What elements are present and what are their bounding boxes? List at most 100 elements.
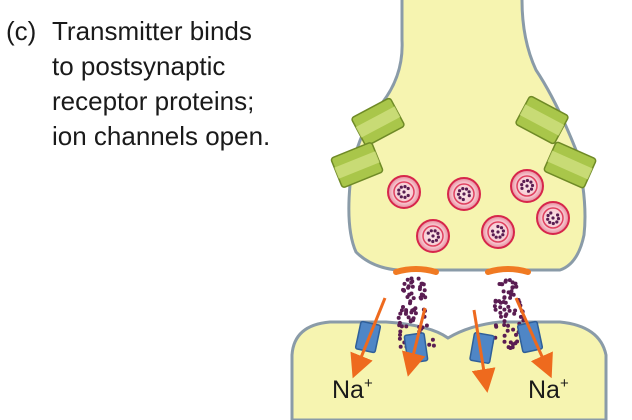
transmitter-dot: [513, 308, 518, 313]
transmitter-dot: [507, 308, 512, 313]
postsynaptic-receptor: [469, 332, 495, 364]
transmitter-dot: [498, 305, 503, 310]
transmitter-dot: [498, 310, 503, 315]
ion-arrow: [514, 297, 553, 379]
transmitter-dot: [404, 309, 409, 314]
transmitter-dot: [423, 295, 428, 300]
transmitter-dot: [411, 296, 416, 301]
transmitter-dot: [512, 311, 517, 316]
transmitter-dot: [493, 299, 498, 304]
presynaptic-channel: [543, 141, 597, 189]
transmitter-dot: [502, 339, 507, 344]
transmitter-dot: [494, 324, 499, 329]
transmitter-dot: [502, 333, 507, 338]
transmitter-dot: [409, 276, 414, 281]
transmitter-dot: [397, 336, 402, 341]
ion-arrow: [350, 297, 387, 379]
transmitter-dot: [427, 342, 432, 347]
caption-line-3: receptor proteins;: [52, 86, 255, 116]
transmitter-dot: [515, 339, 520, 344]
transmitter-dot: [413, 311, 418, 316]
transmitter-dot: [510, 345, 515, 350]
transmitter-dot: [418, 295, 423, 300]
synaptic-vesicle: [416, 219, 450, 253]
transmitter-dot: [424, 323, 429, 328]
synaptic-vesicles: [387, 169, 570, 253]
transmitter-dot: [505, 328, 510, 333]
transmitter-dot: [506, 323, 510, 328]
transmitter-dot: [418, 285, 423, 289]
synaptic-vesicle: [481, 215, 515, 249]
presynaptic-channel: [330, 142, 384, 188]
transmitter-dot: [401, 305, 405, 309]
caption-line-4: ion channels open.: [52, 121, 271, 151]
panel-letter: (c): [6, 16, 37, 46]
transmitter-dot: [405, 277, 410, 282]
transmitter-dot: [506, 304, 511, 309]
transmitter-dot: [431, 343, 436, 348]
transmitter-dot: [510, 280, 515, 285]
transmitter-dot: [399, 308, 404, 313]
release-site: [393, 266, 439, 275]
transmitter-dot: [404, 324, 409, 329]
transmitter-dot: [492, 304, 497, 309]
ion-arrow: [471, 309, 496, 393]
transmitter-dot: [510, 285, 515, 290]
transmitter-dot: [508, 295, 513, 300]
transmitter-dot: [402, 281, 407, 286]
transmitter-dot: [410, 284, 415, 289]
transmitter-dot: [409, 280, 414, 285]
transmitter-dot: [421, 282, 426, 287]
transmitter-dot: [501, 289, 506, 294]
transmitter-dot: [406, 285, 411, 290]
transmitter-dot: [398, 332, 402, 337]
presynaptic-channel: [515, 95, 569, 145]
synaptic-vesicle: [510, 169, 544, 203]
ion-label-right: Na+: [528, 375, 569, 404]
transmitter-dot: [399, 324, 404, 329]
ion-arrow: [401, 307, 427, 377]
transmitter-dot: [504, 312, 509, 317]
transmitter-dot: [419, 292, 424, 297]
transmitter-dot: [401, 287, 405, 292]
transmitter-dot: [500, 282, 505, 287]
synaptic-vesicle: [447, 177, 481, 211]
figure-caption: (c)Transmitter binds to postsynaptic rec…: [6, 14, 270, 154]
postsynaptic-membrane: [290, 320, 608, 420]
transmitter-dot: [407, 292, 412, 297]
caption-line-2: to postsynaptic: [52, 51, 226, 81]
transmitter-dot: [502, 323, 507, 327]
transmitter-dot: [422, 288, 427, 293]
transmitter-dot: [406, 315, 411, 320]
transmitter-dot: [408, 299, 413, 304]
transmitter-dot: [502, 319, 507, 324]
presynaptic-channel: [351, 97, 405, 147]
transmitter-dot: [499, 314, 503, 319]
transmitter-dot: [398, 344, 403, 349]
transmitter-dot: [493, 307, 498, 312]
transmitter-dot: [411, 318, 415, 323]
transmitter-dot: [396, 315, 401, 320]
transmitter-dot: [416, 276, 421, 281]
transmitter-dot: [398, 311, 403, 316]
release-site: [485, 266, 531, 275]
transmitter-dot: [506, 345, 511, 350]
transmitter-dot: [509, 292, 513, 297]
transmitter-dot: [503, 278, 508, 283]
transmitter-dot: [511, 342, 515, 347]
transmitter-dot: [398, 329, 403, 334]
transmitter-dot: [409, 310, 414, 315]
synaptic-vesicle: [387, 175, 421, 209]
transmitter-dot: [507, 278, 512, 283]
caption-line-1: (c)Transmitter binds: [6, 14, 270, 49]
synaptic-vesicle: [536, 201, 570, 235]
transmitter-dot: [511, 327, 516, 332]
transmitter-dot: [501, 300, 506, 304]
transmitter-dot: [397, 320, 402, 325]
ion-label-left: Na+: [332, 375, 373, 404]
transmitter-dot: [430, 337, 435, 342]
transmitter-dot: [497, 299, 502, 304]
transmitter-dot: [502, 295, 507, 300]
